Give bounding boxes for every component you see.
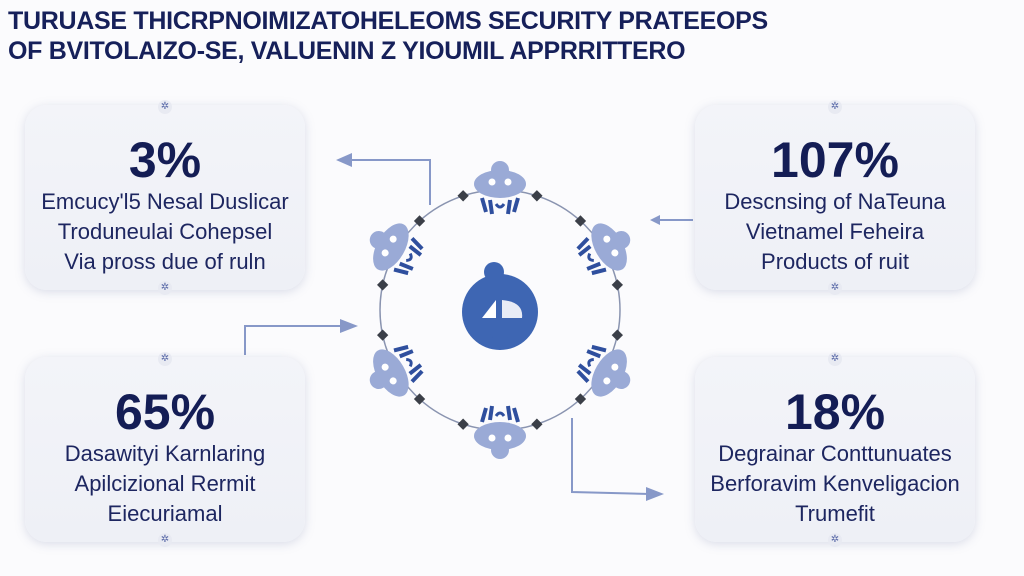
- pin-icon: ✲: [828, 100, 842, 114]
- stat-card-2: ✲ 107% Descnsing of NaTeuna Vietnamel Fe…: [695, 100, 975, 295]
- ring-arrowhead: [531, 418, 543, 430]
- ring-arrowhead: [413, 215, 426, 227]
- pin-icon: ✲: [158, 100, 172, 114]
- cycle-node-icon: [576, 223, 631, 276]
- stat-card-3: ✲ 65% Dasawityi Karnlaring Apilcizional …: [25, 352, 305, 547]
- title-line-1: TURUASE THICRPNOIMIZATOHELEOMS SECURITY …: [8, 7, 768, 35]
- cycle-node-icon: [369, 223, 424, 276]
- cycle-node-icon: [576, 344, 631, 397]
- ring-arrowhead: [377, 279, 389, 291]
- ring-arrowhead: [574, 215, 587, 227]
- connector-top-left: [350, 159, 431, 205]
- stat-card-4: ✲ 18% Degrainar Conttunuates Berforavim …: [695, 352, 975, 547]
- pin-icon: ✲: [158, 533, 172, 547]
- stat-value: 107%: [771, 132, 899, 188]
- stat-value: 3%: [128, 132, 202, 188]
- arrowhead-bottom-right: [646, 487, 664, 501]
- ring-arrowhead: [531, 190, 543, 202]
- arrowhead-right: [650, 215, 660, 225]
- ring-arrowhead: [611, 329, 623, 341]
- stat-value: 65%: [114, 384, 216, 440]
- stat-desc-line: Products of ruit: [761, 249, 909, 274]
- stat-desc-line: Emcucy'l5 Nesal Duslicar: [41, 189, 289, 214]
- ring-arrowhead: [457, 418, 469, 430]
- connector-left: [244, 325, 345, 355]
- stat-desc-line: Apilcizional Rermit: [74, 471, 256, 496]
- arrowhead-top-left: [336, 153, 352, 167]
- stat-desc-line: Troduneulai Cohepsel: [57, 219, 273, 244]
- pin-icon: ✲: [158, 281, 172, 295]
- ring-arrowhead: [413, 393, 426, 405]
- pin-icon: ✲: [828, 352, 842, 366]
- stat-desc-line: Descnsing of NaTeuna: [724, 189, 946, 214]
- cycle-node-icon: [369, 344, 424, 397]
- stat-value: 18%: [784, 384, 886, 440]
- cycle-node-icon: [474, 161, 526, 215]
- connector-bottom-right: [571, 418, 651, 495]
- pin-icon: ✲: [828, 533, 842, 547]
- stat-desc-line: Via pross due of ruln: [64, 249, 266, 274]
- cycle-node-icon: [474, 405, 526, 459]
- title-line-2: OF BVITOLAIZO-SE, VALUENIN Z YIOUMIL APP…: [8, 37, 686, 65]
- arrowhead-left: [340, 319, 358, 333]
- ring-arrowhead: [611, 279, 623, 291]
- stat-desc-line: Eiecuriamal: [107, 501, 223, 526]
- ring-arrowhead: [377, 329, 389, 341]
- ring-arrowhead: [457, 190, 469, 202]
- stat-desc-line: Trumefit: [795, 501, 875, 526]
- stat-desc-line: Vietnamel Feheira: [745, 219, 925, 244]
- stat-desc-line: Degrainar Conttunuates: [718, 441, 952, 466]
- stat-card-1: ✲ 3% Emcucy'l5 Nesal Duslicar Troduneula…: [25, 100, 305, 295]
- center-icon: [462, 262, 538, 350]
- pin-icon: ✲: [158, 352, 172, 366]
- stat-desc-line: Berforavim Kenveligacion: [710, 471, 960, 496]
- ring-arrowhead: [574, 393, 587, 405]
- pin-icon: ✲: [828, 281, 842, 295]
- stat-desc-line: Dasawityi Karnlaring: [64, 441, 266, 466]
- page-title: TURUASE THICRPNOIMIZATOHELEOMS SECURITY …: [8, 6, 768, 66]
